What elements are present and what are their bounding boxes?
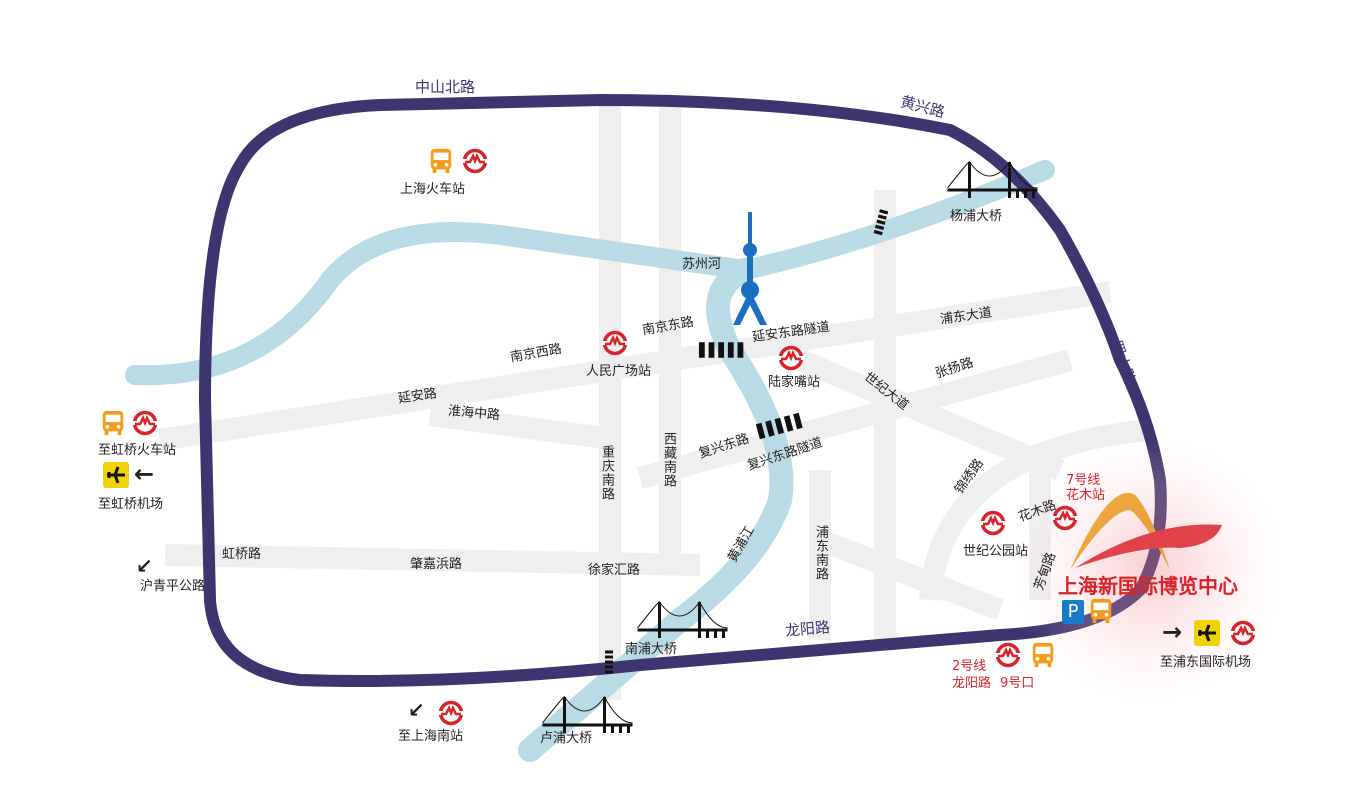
bridge-label: 杨浦大桥 xyxy=(950,209,1003,224)
arrow-left-icon: ← xyxy=(134,460,155,488)
road-label: 中山北路 xyxy=(415,78,476,96)
metro-icon xyxy=(980,510,1006,536)
road-label: 肇嘉浜路 xyxy=(410,557,463,572)
road-label: 龙阳路 xyxy=(784,618,831,640)
bus-icon xyxy=(1088,598,1114,624)
destination-label: 至虹桥火车站 xyxy=(98,443,177,458)
bridge-label: 卢浦大桥 xyxy=(540,731,593,746)
arrow-down-left-icon: ↙ xyxy=(136,554,153,578)
road-label: 重庆南路 xyxy=(599,445,614,501)
metro-icon xyxy=(462,148,488,174)
tv-tower-icon xyxy=(733,212,767,325)
arrow-right-icon: → xyxy=(1162,618,1183,646)
road-label: 虹桥路 xyxy=(222,547,262,562)
station-label: 2号线 xyxy=(952,659,987,674)
water-label: 苏州河 xyxy=(682,257,722,272)
station-label: 龙阳路 xyxy=(952,676,992,691)
metro-icon xyxy=(1230,620,1256,646)
arrow-down-left-icon: ↙ xyxy=(408,698,425,722)
station-label: 人民广场站 xyxy=(586,364,652,379)
rivers xyxy=(125,160,1055,762)
destination-label: 至浦东国际机场 xyxy=(1160,655,1252,670)
bridge-label: 南浦大桥 xyxy=(625,642,678,657)
station-label: 花木站 xyxy=(1066,488,1106,503)
destination-label: 至虹桥机场 xyxy=(98,497,164,512)
bus-icon xyxy=(1030,642,1056,668)
airport-icon xyxy=(103,462,129,488)
road-label: 沪青平公路 xyxy=(140,579,206,594)
metro-icon xyxy=(995,642,1021,668)
venue-highlight xyxy=(1010,440,1290,700)
bus-icon xyxy=(100,410,126,436)
destination-label: 至上海南站 xyxy=(398,729,464,744)
road-label: 浦东南路 xyxy=(813,525,828,581)
venue-name: 上海新国际博览中心 xyxy=(1058,574,1238,598)
road-label: 西藏南路 xyxy=(661,432,676,488)
ring-road xyxy=(198,93,1167,687)
station-label: 陆家嘴站 xyxy=(768,375,821,390)
station-label: 上海火车站 xyxy=(400,182,466,197)
station-label: 9号口 xyxy=(1000,676,1035,691)
station-label: 7号线 xyxy=(1066,473,1101,488)
airport-icon xyxy=(1194,620,1220,646)
metro-icon xyxy=(778,345,804,371)
road-label: 徐家汇路 xyxy=(588,563,641,578)
metro-icon xyxy=(132,410,158,436)
parking-icon: P xyxy=(1062,600,1084,624)
station-label: 世纪公园站 xyxy=(963,544,1029,559)
bus-icon xyxy=(428,148,454,174)
metro-icon xyxy=(602,330,628,356)
metro-icon xyxy=(438,700,464,726)
venue-logo xyxy=(1070,492,1222,570)
roads xyxy=(158,95,1152,700)
